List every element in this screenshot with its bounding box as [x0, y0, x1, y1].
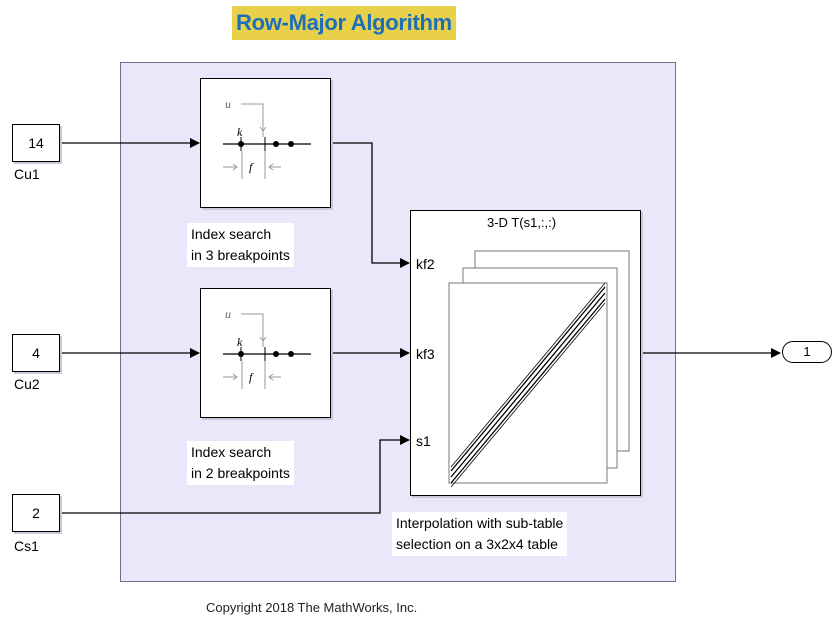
port-label-kf3: kf3 [416, 346, 435, 362]
annotation-line: in 3 breakpoints [191, 247, 290, 263]
prelookup-block-1[interactable]: u k f [200, 78, 331, 208]
icon-label-u: u [225, 97, 231, 111]
constant-label-cu2: Cu2 [14, 376, 40, 392]
interpolation-block-label: 3-D T(s1,:,:) [487, 215, 557, 230]
icon-label-k: k [237, 125, 243, 139]
icon-label-u: u [225, 307, 231, 321]
annotation-line: Index search [191, 444, 272, 460]
prelookup-block-2[interactable]: u k f [200, 288, 331, 418]
constant-block-cu2[interactable]: 4 [12, 334, 60, 372]
interpolation-block[interactable]: 3-D T(s1,:,:) kf2 kf3 s1 [410, 210, 641, 496]
annotation-line: selection on a 3x2x4 table [396, 536, 558, 552]
annotation-line: Interpolation with sub-table [396, 515, 564, 531]
icon-label-f: f [249, 370, 254, 384]
annotation-line: Index search [191, 226, 272, 242]
copyright-text: Copyright 2018 The MathWorks, Inc. [206, 600, 418, 615]
wire-prelookup1-kf2 [331, 142, 410, 268]
wire-cs1-s1 [62, 435, 410, 514]
table-stack-icon [448, 250, 630, 488]
outport-block[interactable]: 1 [782, 341, 832, 363]
annotation-line: in 2 breakpoints [191, 465, 290, 481]
annotation-index-search-2: Index search in 2 breakpoints [187, 441, 294, 485]
annotation-index-search-3: Index search in 3 breakpoints [187, 223, 294, 267]
icon-label-k: k [237, 335, 243, 349]
icon-label-f: f [249, 160, 254, 174]
constant-block-cu1[interactable]: 14 [12, 124, 60, 162]
constant-label-cs1: Cs1 [14, 538, 39, 554]
constant-label-cu1: Cu1 [14, 166, 40, 182]
port-label-kf2: kf2 [416, 256, 435, 272]
annotation-interpolation: Interpolation with sub-table selection o… [392, 512, 568, 556]
prelookup-icon: u k f [223, 97, 311, 179]
port-label-s1: s1 [416, 433, 431, 449]
diagram-title: Row-Major Algorithm [232, 6, 456, 40]
prelookup-icon: u k f [223, 307, 311, 389]
constant-block-cs1[interactable]: 2 [12, 494, 60, 532]
